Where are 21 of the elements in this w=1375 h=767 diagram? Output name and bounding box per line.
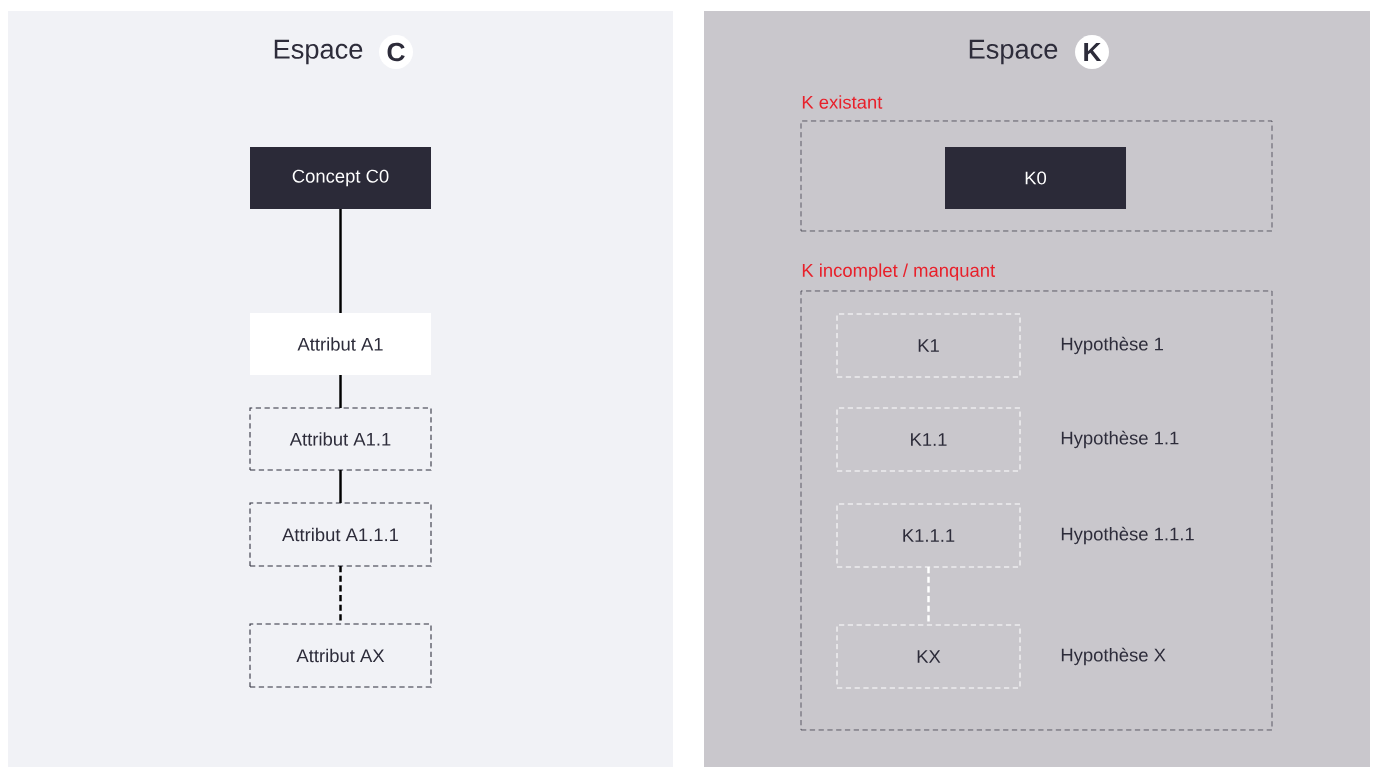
node-label: K incomplet / manquant: [802, 263, 996, 281]
attribute-box: Attribut A1.1: [249, 407, 432, 471]
hypothesis-label: Hypothèse X: [1061, 647, 1166, 666]
knowledge-box: K1.1.1: [836, 503, 1021, 568]
knowledge-box: K1.1: [836, 407, 1021, 472]
knowledge-box: K1: [836, 313, 1021, 378]
attribute-box: Attribut A1.1.1: [249, 502, 432, 567]
node-label: K existant: [802, 95, 883, 109]
connector-line: [339, 375, 342, 408]
hypothesis-label: Hypothèse 1.1.1: [1061, 526, 1194, 545]
attribute-box: Attribut A1: [250, 313, 431, 375]
hypothesis-label: Hypothèse 1.1: [1061, 430, 1179, 449]
letter-badge: K: [1075, 35, 1109, 69]
connector-line: [339, 470, 342, 503]
attribute-box: Attribut AX: [249, 623, 432, 688]
hypothesis-label: Hypothèse 1: [1061, 336, 1163, 355]
letter-badge: C: [379, 35, 413, 69]
concept-box: Concept C0: [250, 147, 431, 209]
knowledge-box: KX: [836, 624, 1021, 689]
connector-line: [339, 209, 342, 313]
concept-box: K0: [945, 147, 1126, 209]
